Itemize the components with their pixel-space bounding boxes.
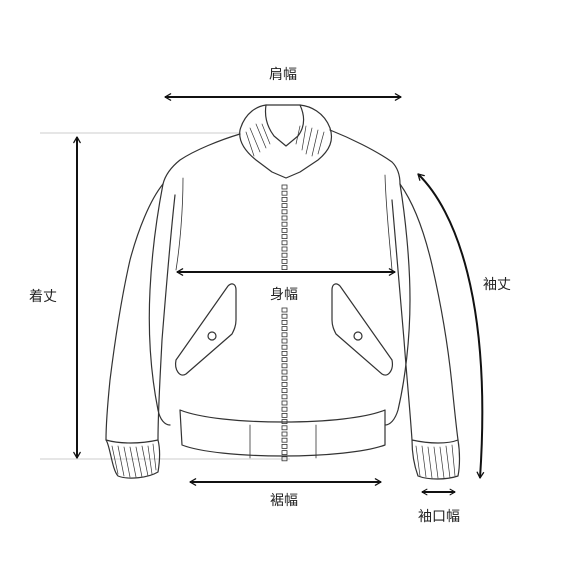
zipper	[281, 184, 288, 462]
sleeve-length-arrow	[417, 173, 485, 479]
sleeve-length-label: 袖丈	[483, 277, 511, 293]
body-width-label: 身幅	[268, 287, 300, 303]
cuff-width-label: 袖口幅	[418, 509, 460, 525]
hem-width-label: 裾幅	[270, 493, 298, 509]
length-label: 着丈	[29, 289, 57, 305]
shoulder-width-label: 肩幅	[269, 67, 297, 83]
